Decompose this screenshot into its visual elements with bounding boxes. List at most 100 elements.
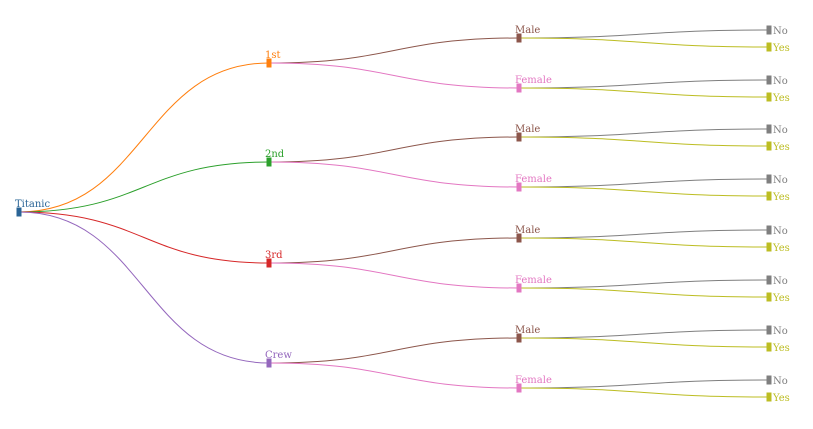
- node-2nd-female[interactable]: Female: [515, 174, 552, 192]
- node-3rd-male[interactable]: Male: [515, 225, 540, 243]
- node-1st-male-no-marker[interactable]: [766, 25, 772, 35]
- node-2nd-female-label: Female: [515, 174, 552, 185]
- node-crew-female-yes[interactable]: Yes: [766, 392, 790, 405]
- node-class-2nd[interactable]: 2nd: [265, 149, 285, 167]
- node-1st-female-yes[interactable]: Yes: [766, 92, 790, 105]
- node-crew-male-no-marker[interactable]: [766, 325, 772, 335]
- link-3rd-male-yes: [518, 237, 770, 248]
- node-1st-male-no[interactable]: No: [766, 25, 788, 38]
- node-2nd-male-no[interactable]: No: [766, 124, 788, 137]
- node-1st-male-yes[interactable]: Yes: [766, 42, 790, 55]
- node-3rd-female-no[interactable]: No: [766, 275, 788, 288]
- link-root-crew: [18, 211, 270, 364]
- node-3rd-female-yes-marker[interactable]: [766, 292, 772, 302]
- node-class-2nd-label: 2nd: [265, 149, 285, 160]
- node-class-1st-label: 1st: [265, 50, 281, 61]
- node-crew-female-label: Female: [515, 375, 552, 386]
- node-1st-female-no-label: No: [773, 76, 788, 87]
- node-class-crew-label: Crew: [265, 350, 292, 361]
- node-3rd-male-marker[interactable]: [516, 233, 522, 243]
- node-crew-female[interactable]: Female: [515, 375, 552, 393]
- link-1st-female: [268, 62, 520, 89]
- node-3rd-male-label: Male: [515, 225, 540, 236]
- node-3rd-female-label: Female: [515, 275, 552, 286]
- node-1st-male-marker[interactable]: [516, 33, 522, 43]
- link-root-3rd: [18, 211, 270, 264]
- node-3rd-female-marker[interactable]: [516, 283, 522, 293]
- node-2nd-female-yes-marker[interactable]: [766, 191, 772, 201]
- node-root[interactable]: Titanic: [15, 199, 50, 217]
- link-2nd-female: [268, 161, 520, 188]
- node-class-1st[interactable]: 1st: [265, 50, 281, 68]
- node-1st-female[interactable]: Female: [515, 75, 552, 93]
- node-1st-female-no[interactable]: No: [766, 75, 788, 88]
- node-2nd-male-yes[interactable]: Yes: [766, 141, 790, 154]
- node-1st-male[interactable]: Male: [515, 25, 540, 43]
- link-2nd-female-no: [518, 178, 770, 188]
- node-2nd-male-no-label: No: [773, 125, 788, 136]
- link-3rd-female: [268, 262, 520, 289]
- link-2nd-male-no: [518, 128, 770, 138]
- node-crew-male-marker[interactable]: [516, 333, 522, 343]
- node-2nd-female-no-marker[interactable]: [766, 174, 772, 184]
- node-2nd-male[interactable]: Male: [515, 124, 540, 142]
- node-2nd-female-marker[interactable]: [516, 182, 522, 192]
- link-3rd-female-no: [518, 279, 770, 289]
- node-crew-female-no-marker[interactable]: [766, 375, 772, 385]
- node-3rd-female-no-marker[interactable]: [766, 275, 772, 285]
- node-class-3rd[interactable]: 3rd: [265, 250, 283, 268]
- node-2nd-male-label: Male: [515, 124, 540, 135]
- node-crew-female-yes-label: Yes: [772, 393, 790, 404]
- link-1st-male: [268, 37, 520, 64]
- link-3rd-female-yes: [518, 287, 770, 298]
- node-1st-male-yes-marker[interactable]: [766, 42, 772, 52]
- node-crew-female-yes-marker[interactable]: [766, 392, 772, 402]
- node-crew-male-yes-label: Yes: [772, 343, 790, 354]
- node-2nd-male-yes-label: Yes: [772, 142, 790, 153]
- node-3rd-male-yes[interactable]: Yes: [766, 242, 790, 255]
- node-3rd-male-yes-label: Yes: [772, 243, 790, 254]
- node-class-2nd-marker[interactable]: [266, 157, 272, 167]
- node-3rd-male-yes-marker[interactable]: [766, 242, 772, 252]
- node-2nd-female-yes-label: Yes: [772, 192, 790, 203]
- node-class-crew-marker[interactable]: [266, 358, 272, 368]
- node-1st-female-label: Female: [515, 75, 552, 86]
- node-crew-male-no-label: No: [773, 326, 788, 337]
- node-3rd-female[interactable]: Female: [515, 275, 552, 293]
- node-3rd-female-yes-label: Yes: [772, 293, 790, 304]
- node-2nd-female-yes[interactable]: Yes: [766, 191, 790, 204]
- node-class-crew[interactable]: Crew: [265, 350, 292, 368]
- node-class-1st-marker[interactable]: [266, 58, 272, 68]
- link-1st-female-no: [518, 79, 770, 89]
- node-root-marker[interactable]: [16, 207, 22, 217]
- node-crew-male-yes[interactable]: Yes: [766, 342, 790, 355]
- link-crew-male-no: [518, 329, 770, 339]
- node-1st-male-label: Male: [515, 25, 540, 36]
- node-crew-female-marker[interactable]: [516, 383, 522, 393]
- node-2nd-male-marker[interactable]: [516, 132, 522, 142]
- node-1st-female-yes-marker[interactable]: [766, 92, 772, 102]
- node-2nd-male-yes-marker[interactable]: [766, 141, 772, 151]
- node-crew-male[interactable]: Male: [515, 325, 540, 343]
- node-class-3rd-marker[interactable]: [266, 258, 272, 268]
- node-3rd-male-no[interactable]: No: [766, 225, 788, 238]
- node-crew-female-no[interactable]: No: [766, 375, 788, 388]
- node-3rd-male-no-marker[interactable]: [766, 225, 772, 235]
- node-crew-male-no[interactable]: No: [766, 325, 788, 338]
- node-1st-female-marker[interactable]: [516, 83, 522, 93]
- node-crew-male-yes-marker[interactable]: [766, 342, 772, 352]
- link-1st-male-yes: [518, 37, 770, 48]
- link-2nd-female-yes: [518, 186, 770, 197]
- node-1st-male-no-label: No: [773, 26, 788, 37]
- node-class-3rd-label: 3rd: [265, 250, 283, 261]
- link-crew-female-no: [518, 379, 770, 389]
- node-1st-female-no-marker[interactable]: [766, 75, 772, 85]
- node-1st-female-yes-label: Yes: [772, 93, 790, 104]
- link-crew-male-yes: [518, 337, 770, 348]
- node-2nd-male-no-marker[interactable]: [766, 124, 772, 134]
- node-3rd-female-yes[interactable]: Yes: [766, 292, 790, 305]
- link-root-1st: [18, 62, 270, 213]
- tree-links: [18, 29, 770, 398]
- node-2nd-female-no[interactable]: No: [766, 174, 788, 187]
